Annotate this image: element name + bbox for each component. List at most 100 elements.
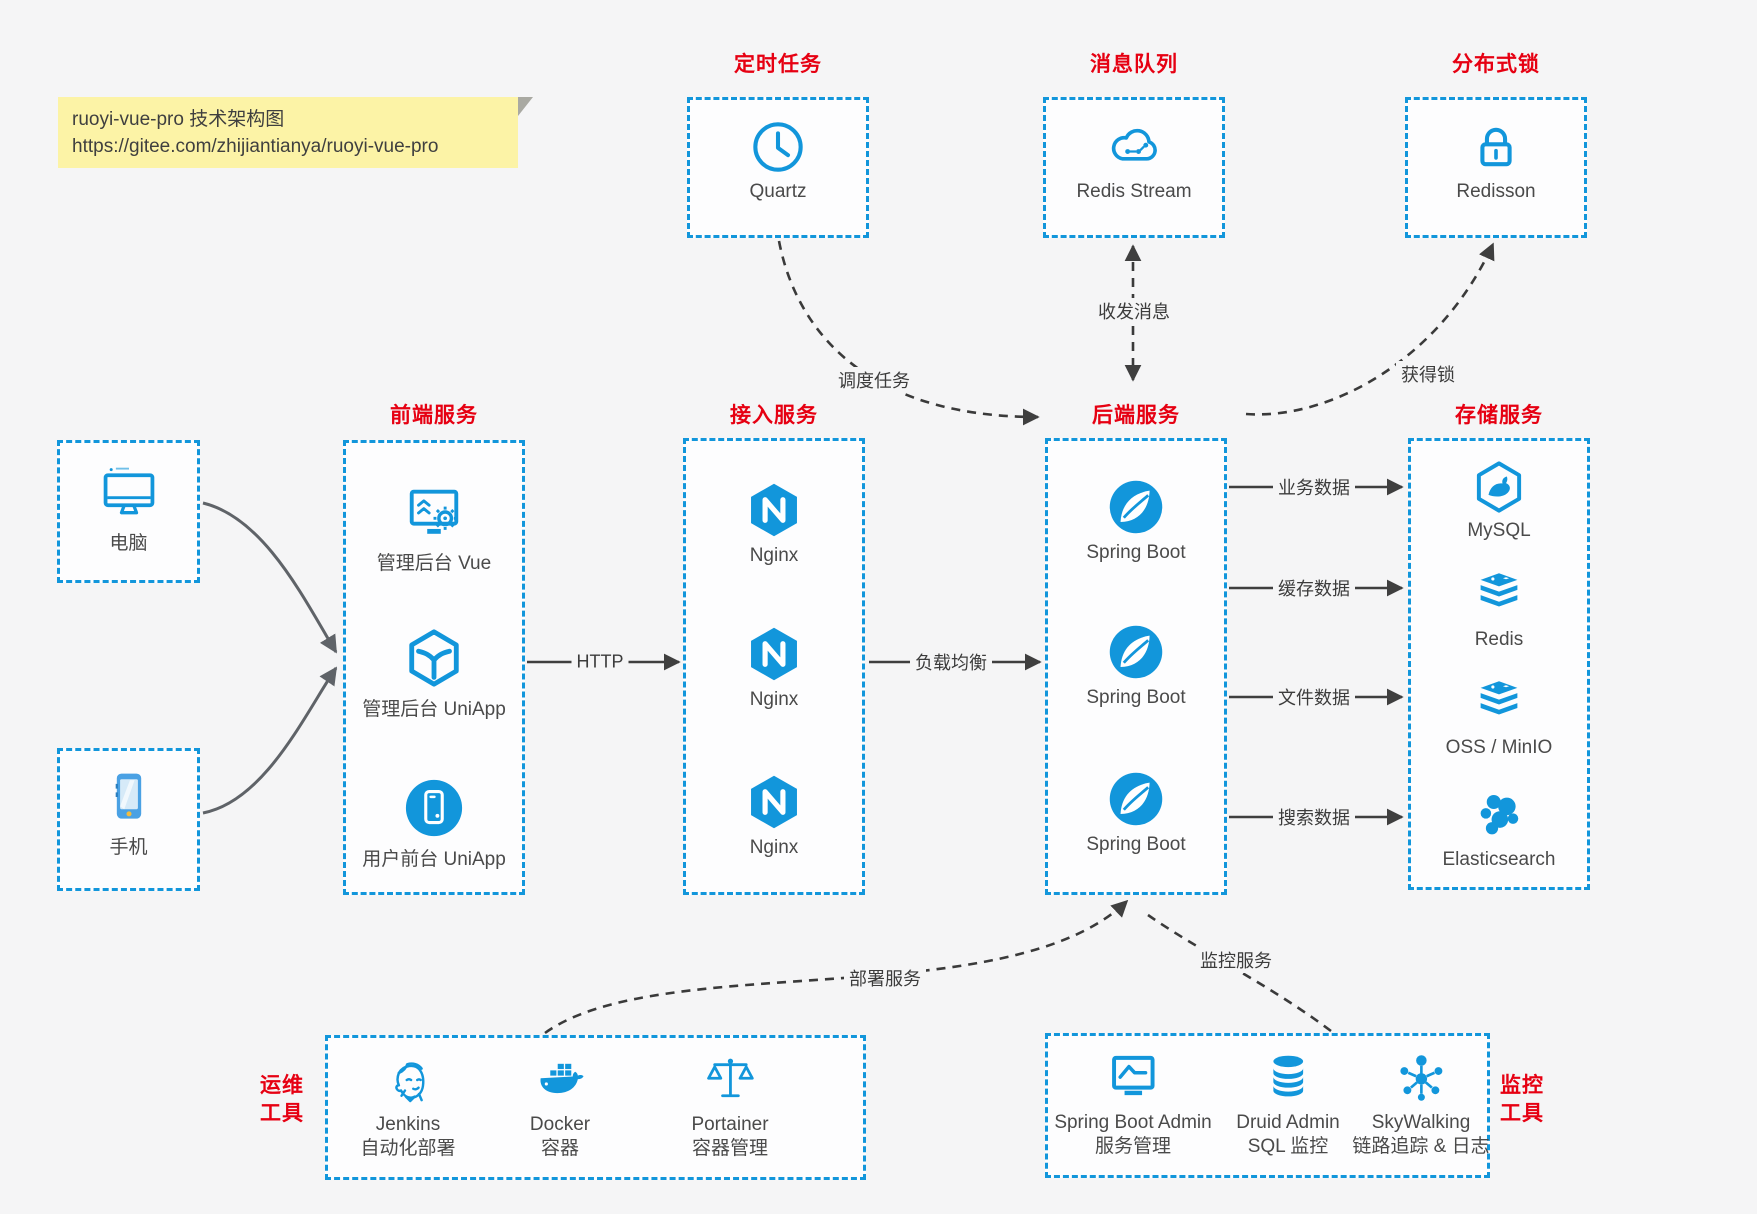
tool-desc: 容器管理 xyxy=(691,1138,769,1159)
title-message-queue: 消息队列 xyxy=(1090,53,1178,76)
redis-stream-node: Redis Stream xyxy=(1046,118,1222,203)
edge-label-acquire-lock: 获得锁 xyxy=(1396,361,1460,387)
node-label: Redis Stream xyxy=(1076,181,1192,202)
jenkins-icon xyxy=(394,1062,424,1103)
edge-acquire-lock xyxy=(1245,242,1495,416)
node-label: Nginx xyxy=(749,689,799,710)
node-label: Redisson xyxy=(1456,181,1536,202)
elasticsearch-icon xyxy=(1480,795,1519,835)
edge-deploy-service xyxy=(544,899,1129,1035)
oss-minio-node: OSS / MinIO xyxy=(1411,676,1587,759)
nginx-icon xyxy=(751,627,797,681)
admin-vue-node: 管理后台 Vue xyxy=(346,481,522,575)
node-label: Quartz xyxy=(749,181,807,202)
sticky-note: ruoyi-vue-pro 技术架构图 https://gitee.com/zh… xyxy=(58,97,533,168)
mysql-node: MySQL xyxy=(1411,459,1587,542)
nginx-node-2: Nginx xyxy=(686,624,862,711)
tool-name: SkyWalking xyxy=(1371,1112,1471,1133)
edge-pc-to-frontend xyxy=(202,501,338,654)
note-url: https://gitee.com/zhijiantianya/ruoyi-vu… xyxy=(72,136,439,157)
node-label: 管理后台 UniApp xyxy=(362,699,506,720)
redis-icon xyxy=(1480,573,1518,607)
spring-boot-icon xyxy=(1109,772,1163,826)
spring-boot-admin-tool: Spring Boot Admin 服务管理 xyxy=(1054,1050,1212,1159)
uniapp-box-icon xyxy=(409,629,459,687)
title-gateway-services: 接入服务 xyxy=(730,404,818,427)
springboot-node-2: Spring Boot xyxy=(1048,622,1224,709)
docker-icon xyxy=(540,1063,584,1094)
title-monitoring-tools: 监控 工具 xyxy=(1500,1074,1544,1125)
skywalking-topology-icon xyxy=(1399,1055,1442,1101)
object-storage-icon xyxy=(1480,681,1518,715)
druid-database-icon xyxy=(1273,1055,1303,1097)
node-label: 管理后台 Vue xyxy=(376,553,492,574)
phone-client-box: 手机 xyxy=(57,748,200,891)
node-label: Spring Boot xyxy=(1086,687,1186,708)
note-title: ruoyi-vue-pro 技术架构图 xyxy=(72,109,285,130)
phone-node: 手机 xyxy=(60,767,197,859)
distributed-lock-box: Redisson xyxy=(1405,97,1587,238)
title-backend-services: 后端服务 xyxy=(1092,404,1180,427)
nginx-icon xyxy=(751,775,797,829)
title-storage-services: 存储服务 xyxy=(1455,404,1543,427)
edge-label-deploy-service: 部署服务 xyxy=(844,965,926,991)
tool-name: Druid Admin xyxy=(1236,1112,1340,1133)
tool-name: Portainer xyxy=(691,1114,769,1135)
tool-desc: 自动化部署 xyxy=(360,1138,456,1159)
spring-boot-admin-icon xyxy=(1111,1055,1155,1096)
nginx-node-1: Nginx xyxy=(686,480,862,567)
redis-node: Redis xyxy=(1411,568,1587,651)
user-uniapp-node: 用户前台 UniApp xyxy=(346,777,522,871)
admin-vue-icon xyxy=(409,489,459,534)
storage-services-box: MySQL Redis xyxy=(1408,438,1590,890)
title-distributed-lock: 分布式锁 xyxy=(1452,53,1540,76)
desktop-icon xyxy=(103,467,154,515)
mobile-app-icon xyxy=(405,779,463,837)
frontend-services-box: 管理后台 Vue 管理后台 UniApp 用户前台 UniApp xyxy=(343,440,525,895)
edge-label-send-receive-message: 收发消息 xyxy=(1093,298,1175,324)
springboot-node-3: Spring Boot xyxy=(1048,769,1224,856)
tool-name: Docker xyxy=(529,1114,591,1135)
nginx-icon xyxy=(751,483,797,537)
monitoring-tools-box: Spring Boot Admin 服务管理 Druid Admin SQL 监… xyxy=(1045,1033,1490,1178)
edge-phone-to-frontend xyxy=(202,666,338,815)
portainer-tool: Portainer 容器管理 xyxy=(691,1052,769,1161)
pc-node: 电脑 xyxy=(60,463,197,555)
title-frontend-services: 前端服务 xyxy=(390,404,478,427)
elasticsearch-node: Elasticsearch xyxy=(1411,788,1587,871)
node-label: 电脑 xyxy=(109,533,148,554)
node-label: Redis xyxy=(1474,629,1524,650)
admin-uniapp-node: 管理后台 UniApp xyxy=(346,627,522,721)
smartphone-icon xyxy=(115,773,141,819)
edge-schedule-task xyxy=(777,240,1040,426)
scheduled-tasks-box: Quartz xyxy=(687,97,869,238)
tool-desc: SQL 监控 xyxy=(1247,1136,1329,1157)
tool-desc: 链路追踪 & 日志 xyxy=(1352,1136,1490,1157)
ops-tools-box: Jenkins 自动化部署 Docker 容器 xyxy=(325,1035,866,1180)
node-label: MySQL xyxy=(1467,520,1531,541)
node-label: Elasticsearch xyxy=(1442,849,1556,870)
tool-name: Jenkins xyxy=(375,1114,441,1135)
edge-label-file-data: 文件数据 xyxy=(1273,684,1355,710)
druid-admin-tool: Druid Admin SQL 监控 xyxy=(1236,1050,1340,1159)
jenkins-tool: Jenkins 自动化部署 xyxy=(360,1052,456,1161)
edge-label-load-balance: 负载均衡 xyxy=(910,649,992,675)
edge-label-http: HTTP xyxy=(571,651,629,673)
node-label: OSS / MinIO xyxy=(1445,737,1553,758)
node-label: Nginx xyxy=(749,837,799,858)
title-scheduled-tasks: 定时任务 xyxy=(734,53,822,76)
nginx-node-3: Nginx xyxy=(686,772,862,859)
spring-boot-icon xyxy=(1109,480,1163,534)
edge-label-search-data: 搜索数据 xyxy=(1273,804,1355,830)
edge-monitor-service xyxy=(1147,913,1332,1033)
springboot-node-1: Spring Boot xyxy=(1048,477,1224,564)
node-label: Spring Boot xyxy=(1086,542,1186,563)
node-label: Nginx xyxy=(749,545,799,566)
cloud-stream-icon xyxy=(1111,128,1157,161)
node-label: 手机 xyxy=(109,837,148,858)
pc-client-box: 电脑 xyxy=(57,440,200,583)
spring-boot-icon xyxy=(1109,625,1163,679)
quartz-node: Quartz xyxy=(690,118,866,203)
